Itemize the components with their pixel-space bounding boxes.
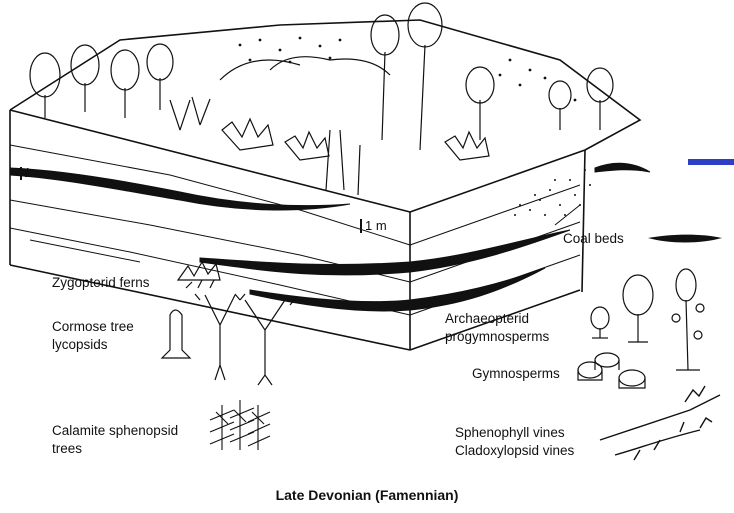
legend-leaders bbox=[555, 205, 580, 225]
vine-icon bbox=[600, 386, 720, 460]
forest-canopy bbox=[30, 3, 613, 195]
sand-channel bbox=[514, 169, 591, 216]
cormose-lycopsids-label-line2: lycopsids bbox=[52, 336, 108, 354]
cormose-lycopsids-label-line1: Cormose tree bbox=[52, 318, 134, 336]
zygopterid-ferns-label: Zygopterid ferns bbox=[52, 274, 150, 292]
cormose-lycopsid-icon bbox=[162, 294, 295, 385]
gymnosperm-icon bbox=[578, 353, 645, 388]
canopy-texture bbox=[239, 37, 577, 102]
calamite-label-line1: Calamite sphenopsid bbox=[52, 422, 178, 440]
zygopterid-fern-icon bbox=[178, 262, 220, 288]
accent-bar bbox=[688, 159, 734, 165]
coal-beds-swatch bbox=[648, 235, 722, 243]
diagram-title: Late Devonian (Famennian) bbox=[0, 487, 734, 503]
scale-label-left: 1 m bbox=[24, 165, 46, 182]
calamite-label-line2: trees bbox=[52, 440, 82, 458]
calamite-icon bbox=[210, 400, 270, 450]
gymnosperms-label: Gymnosperms bbox=[472, 365, 560, 383]
archaeopterid-label-line1: Archaeopterid bbox=[445, 310, 529, 328]
scale-label-right: 1 m bbox=[365, 218, 387, 235]
sphenophyll-vines-label: Sphenophyll vines bbox=[455, 424, 565, 442]
archaeopterid-icon bbox=[591, 269, 704, 370]
cladoxylopsid-vines-label: Cladoxylopsid vines bbox=[455, 442, 574, 460]
archaeopterid-label-line2: progymnosperms bbox=[445, 328, 549, 346]
coal-beds-label: Coal beds bbox=[563, 230, 624, 248]
